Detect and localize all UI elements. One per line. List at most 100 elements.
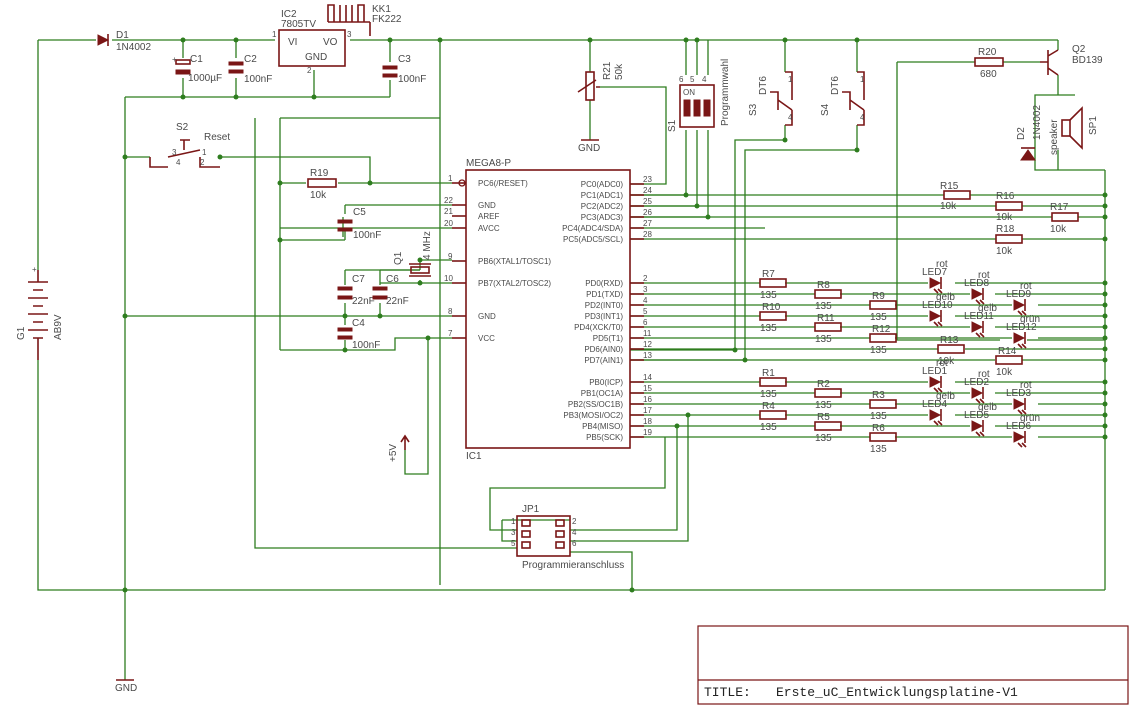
pin-number: 14	[643, 373, 652, 382]
led-color: gelb	[936, 292, 955, 303]
pin-name: PB2(SS/OC1B)	[568, 400, 623, 409]
resistor-value: 135	[870, 411, 887, 422]
svg-text:R15: R15	[940, 181, 959, 192]
led-ref: LED7	[922, 267, 947, 278]
svg-text:R17: R17	[1050, 202, 1069, 213]
svg-text:R19: R19	[310, 168, 329, 179]
pin-name: PC3(ADC3)	[581, 213, 624, 222]
led-ref: LED6	[1006, 421, 1031, 432]
svg-text:1: 1	[788, 75, 793, 84]
svg-text:50k: 50k	[614, 63, 625, 80]
svg-text:4: 4	[176, 158, 181, 167]
resistor-ref: R4	[762, 401, 775, 412]
svg-text:2: 2	[572, 517, 577, 526]
svg-text:+: +	[172, 55, 177, 64]
resistor-r20: R20 680	[974, 47, 1004, 80]
led-ref: LED9	[1006, 289, 1031, 300]
svg-text:4: 4	[702, 75, 707, 84]
svg-text:6: 6	[572, 539, 577, 548]
svg-text:D2: D2	[1016, 127, 1027, 140]
pin-name: PB4(MISO)	[582, 422, 623, 431]
resistor-ref: R14	[998, 346, 1017, 357]
svg-text:C7: C7	[352, 274, 365, 285]
resistor-value: 10k	[938, 356, 955, 367]
svg-text:speaker: speaker	[1049, 119, 1060, 155]
pin-number: 11	[643, 329, 652, 338]
svg-text:C5: C5	[353, 207, 366, 218]
led-color: gelb	[978, 402, 997, 413]
pin-number: 28	[643, 230, 652, 239]
resistor-value: 10k	[996, 367, 1013, 378]
svg-text:ON: ON	[683, 88, 695, 97]
pin-number: 7	[448, 329, 453, 338]
svg-text:6: 6	[679, 75, 684, 84]
svg-text:100nF: 100nF	[244, 74, 272, 85]
svg-text:2: 2	[200, 158, 205, 167]
svg-text:DT6: DT6	[830, 76, 841, 95]
resistor-value: 135	[870, 345, 887, 356]
svg-text:GND: GND	[305, 52, 327, 63]
heatsink-kk1: KK1 FK222	[327, 4, 402, 36]
led-color: rot	[936, 259, 948, 270]
svg-text:S1: S1	[667, 119, 678, 132]
svg-text:680: 680	[980, 69, 997, 80]
resistor-r17: R17 10k	[1050, 202, 1079, 235]
svg-text:Programmwahl: Programmwahl	[720, 59, 731, 126]
led-ref: LED5	[964, 410, 989, 421]
speaker-sp1: speaker SP1	[1049, 106, 1099, 155]
resistor-r15: R15 10k	[940, 181, 971, 212]
svg-text:5: 5	[511, 539, 516, 548]
svg-text:C1: C1	[190, 54, 203, 65]
pin-number: 4	[643, 296, 648, 305]
svg-text:R21: R21	[602, 61, 613, 80]
svg-text:100nF: 100nF	[398, 74, 426, 85]
svg-text:10k: 10k	[996, 212, 1013, 223]
diode-d1: D1 1N4002	[97, 30, 151, 53]
mcu-ic1: MEGA8-P IC1 1PC6(/RESET)22GND21AREF20AVC…	[444, 158, 652, 462]
svg-text:GND: GND	[115, 683, 137, 694]
led-ref: LED11	[964, 311, 994, 322]
pin-name: PD3(INT1)	[585, 312, 624, 321]
title-value: Erste_uC_Entwicklungsplatine-V1	[776, 685, 1018, 700]
svg-text:100nF: 100nF	[352, 340, 380, 351]
pin-number: 6	[643, 318, 648, 327]
svg-text:S2: S2	[176, 122, 189, 133]
gnd-symbol-main: GND	[115, 679, 137, 694]
resistor-ref: R6	[872, 423, 885, 434]
svg-text:100nF: 100nF	[353, 230, 381, 241]
svg-text:Reset: Reset	[204, 132, 230, 143]
pin-number: 12	[643, 340, 652, 349]
led-color: grün	[1020, 314, 1040, 325]
svg-text:4: 4	[788, 113, 793, 122]
svg-text:BD139: BD139	[1072, 55, 1103, 66]
pin-name: PC6(/RESET)	[478, 179, 528, 188]
resistor-value: 135	[870, 444, 887, 455]
pin-number: 15	[643, 384, 652, 393]
svg-text:GND: GND	[578, 143, 600, 154]
svg-text:KK1: KK1	[372, 4, 391, 15]
led-color: rot	[978, 369, 990, 380]
battery-g1: + G1 AB9V	[16, 265, 64, 360]
pin-name: PD2(INT0)	[585, 301, 624, 310]
led-color: grün	[1020, 413, 1040, 424]
header-jp1: 135 246 JP1 Programmieranschluss	[511, 504, 624, 571]
pin-name: PD5(T1)	[593, 334, 624, 343]
pin-number: 23	[643, 175, 652, 184]
